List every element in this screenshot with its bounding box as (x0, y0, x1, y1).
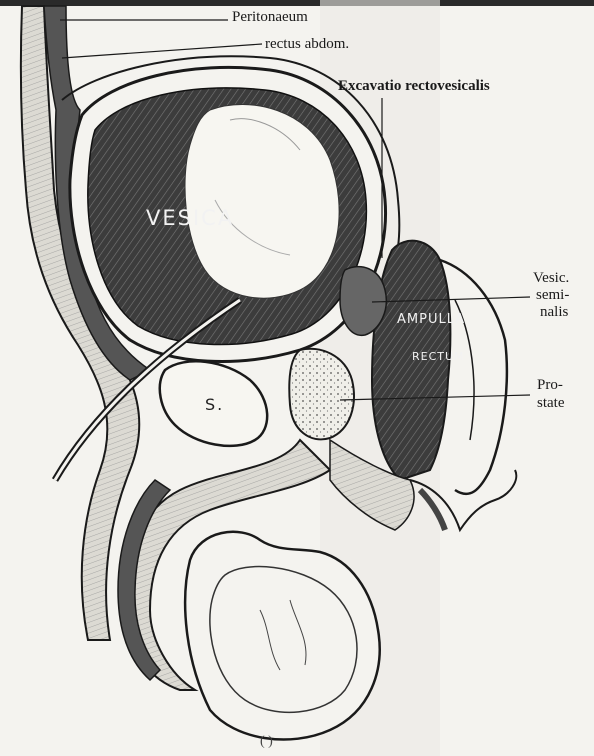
label-prostata-2: state (537, 395, 565, 411)
label-peritonaeum: Peritonaeum (232, 9, 308, 25)
label-ampulla: AMPULLA (397, 312, 465, 327)
label-symphysis: S. (205, 395, 224, 414)
label-vesic-3: nalis (540, 304, 568, 320)
scan-mark: ( ) (260, 734, 273, 749)
label-rectus-abdom: rectus abdom. (265, 36, 349, 52)
label-rectum: RECTUM (412, 350, 465, 363)
label-vesica: VESICA (146, 206, 234, 230)
label-vesic-2: semi- (536, 287, 569, 303)
label-vesic-1: Vesic. (533, 270, 569, 286)
seminal-vesicle (340, 267, 386, 336)
label-excavatio-rectovesicalis: Excavatio rectovesicalis (338, 78, 490, 94)
label-prostata-1: Pro- (537, 377, 563, 393)
